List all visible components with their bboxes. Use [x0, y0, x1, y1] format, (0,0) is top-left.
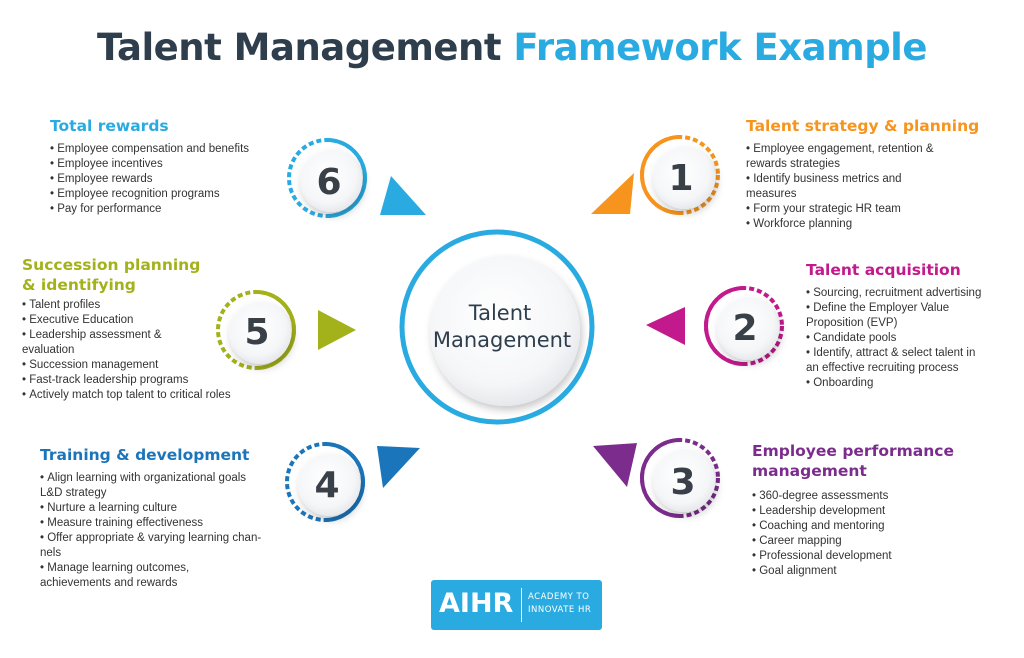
block-talent-acquisition: Talent acquisition Sourcing, recruitment…	[806, 260, 1016, 391]
center-line1: Talent	[468, 301, 532, 325]
node-6: 6	[287, 138, 426, 218]
list-item: Sourcing, recruitment advertising	[806, 286, 1016, 301]
list-item: Align learning with organizational goals	[40, 471, 280, 486]
list-item: Talent profiles	[22, 298, 262, 313]
block-total-rewards: Total rewards Employee compensation and …	[50, 116, 280, 217]
block-talent-strategy: Talent strategy & planning Employee enga…	[746, 116, 986, 232]
list-item: rewards strategies	[746, 158, 840, 170]
block-1-list: Employee engagement, retention & rewards…	[746, 142, 986, 232]
node-3-number: 3	[670, 462, 695, 503]
list-item: Employee incentives	[50, 157, 280, 172]
block-5-title: Succession planning & identifying	[22, 255, 262, 295]
block-1-title: Talent strategy & planning	[746, 117, 980, 135]
list-item: Manage learning outcomes,	[40, 561, 280, 576]
list-item: Form your strategic HR team	[746, 202, 986, 217]
list-item: Coaching and mentoring	[752, 519, 982, 534]
block-4-list: Align learning with organizational goals…	[40, 471, 280, 591]
arrow-3-icon	[593, 443, 637, 487]
title-part1: Talent Management	[97, 26, 502, 69]
list-item: Actively match top talent to critical ro…	[22, 388, 262, 403]
list-item: Offer appropriate & varying learning cha…	[40, 531, 280, 546]
block-3-list: 360-degree assessments Leadership develo…	[752, 489, 982, 579]
node-2: 2	[646, 286, 784, 366]
arrow-6-icon	[380, 176, 426, 215]
list-item: Measure training effectiveness	[40, 516, 280, 531]
block-5-list: Talent profiles Executive Education Lead…	[22, 298, 262, 403]
block-2-title: Talent acquisition	[806, 261, 961, 279]
list-item: Candidate pools	[806, 331, 1016, 346]
block-6-title: Total rewards	[50, 117, 169, 135]
list-item: Identify business metrics and	[746, 172, 986, 187]
arrow-5-icon	[318, 310, 356, 350]
logo-tagline-1: ACADEMY TO	[528, 592, 590, 602]
list-item: Workforce planning	[746, 217, 986, 232]
list-item: Pay for performance	[50, 202, 280, 217]
block-training-development: Training & development Align learning wi…	[40, 445, 280, 591]
node-1-number: 1	[668, 158, 693, 199]
list-item: 360-degree assessments	[752, 489, 982, 504]
block-3-title-line1: Employee performance	[752, 442, 954, 460]
node-2-number: 2	[732, 308, 757, 349]
node-4: 4	[285, 442, 420, 522]
block-4-title: Training & development	[40, 446, 250, 464]
list-item: Nurture a learning culture	[40, 501, 280, 516]
list-item: Leadership development	[752, 504, 982, 519]
list-item: Succession management	[22, 358, 262, 373]
block-6-list: Employee compensation and benefits Emplo…	[50, 142, 280, 217]
block-succession-planning: Succession planning & identifying Talent …	[22, 255, 262, 403]
list-item: L&D strategy	[40, 487, 107, 499]
list-item: Employee engagement, retention &	[746, 142, 986, 157]
center-hub: Talent Management	[399, 229, 595, 425]
node-3: 3	[593, 438, 720, 518]
block-employee-performance: Employee performance management 360-degre…	[752, 441, 982, 579]
list-item: Fast-track leadership programs	[22, 373, 262, 388]
list-item: Define the Employer Value	[806, 301, 1016, 316]
list-item: Employee compensation and benefits	[50, 142, 280, 157]
page-title: Talent Management Framework Example	[0, 26, 1024, 69]
list-item: nels	[40, 547, 62, 559]
list-item: evaluation	[22, 344, 75, 356]
block-3-title-line2: management	[752, 462, 867, 480]
list-item: Leadership assessment &	[22, 328, 262, 343]
block-5-title-line1: Succession planning	[22, 256, 201, 274]
arrow-4-icon	[377, 446, 420, 488]
list-item: an effective recruiting process	[806, 362, 959, 374]
list-item: Employee recognition programs	[50, 187, 280, 202]
node-6-number: 6	[316, 162, 341, 203]
aihr-logo: AIHR ACADEMY TO INNOVATE HR	[431, 580, 602, 630]
list-item: Proposition (EVP)	[806, 317, 898, 329]
list-item: achievements and rewards	[40, 577, 178, 589]
list-item: measures	[746, 188, 797, 200]
title-part2: Framework Example	[513, 26, 927, 69]
list-item: Onboarding	[806, 376, 1016, 391]
list-item: Identify, attract & select talent in	[806, 346, 1016, 361]
list-item: Executive Education	[22, 313, 262, 328]
logo-mark: AIHR	[439, 588, 514, 619]
block-2-list: Sourcing, recruitment advertising Define…	[806, 286, 1016, 391]
list-item: Goal alignment	[752, 564, 982, 579]
logo-tagline-2: INNOVATE HR	[528, 605, 592, 615]
arrow-2-icon	[646, 307, 685, 345]
list-item: Employee rewards	[50, 172, 280, 187]
logo-divider	[521, 588, 522, 622]
block-5-title-line2: & identifying	[22, 276, 136, 294]
block-3-title: Employee performance management	[752, 441, 982, 481]
center-line2: Management	[433, 328, 571, 352]
node-1: 1	[591, 135, 720, 215]
list-item: Professional development	[752, 549, 982, 564]
list-item: Career mapping	[752, 534, 982, 549]
arrow-1-icon	[591, 173, 634, 214]
node-4-number: 4	[314, 465, 339, 506]
